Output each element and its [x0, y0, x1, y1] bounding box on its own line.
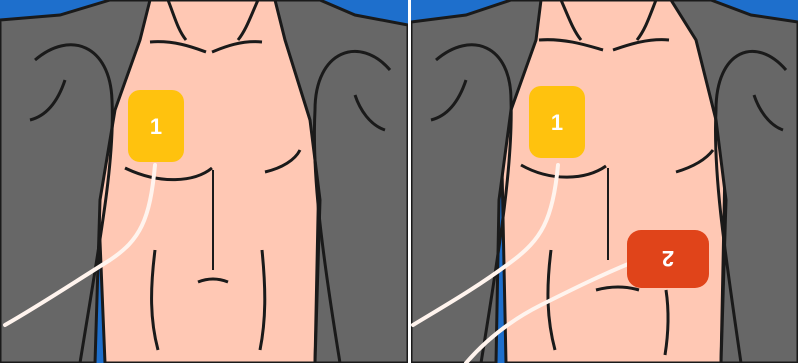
- chest-illustration-right: 1 2: [411, 0, 798, 363]
- panel-pad-1-only: 1: [0, 0, 408, 363]
- electrode-pad-1: 1: [529, 86, 585, 158]
- pad-2-label: 2: [662, 246, 674, 271]
- panel-pad-1-and-2: 1 2: [411, 0, 798, 363]
- electrode-pad-2: 2: [627, 230, 709, 288]
- electrode-pad-1: 1: [128, 90, 184, 162]
- pad-1-label: 1: [150, 114, 162, 139]
- chest-illustration-left: 1: [0, 0, 408, 363]
- pad-1-label: 1: [551, 110, 563, 135]
